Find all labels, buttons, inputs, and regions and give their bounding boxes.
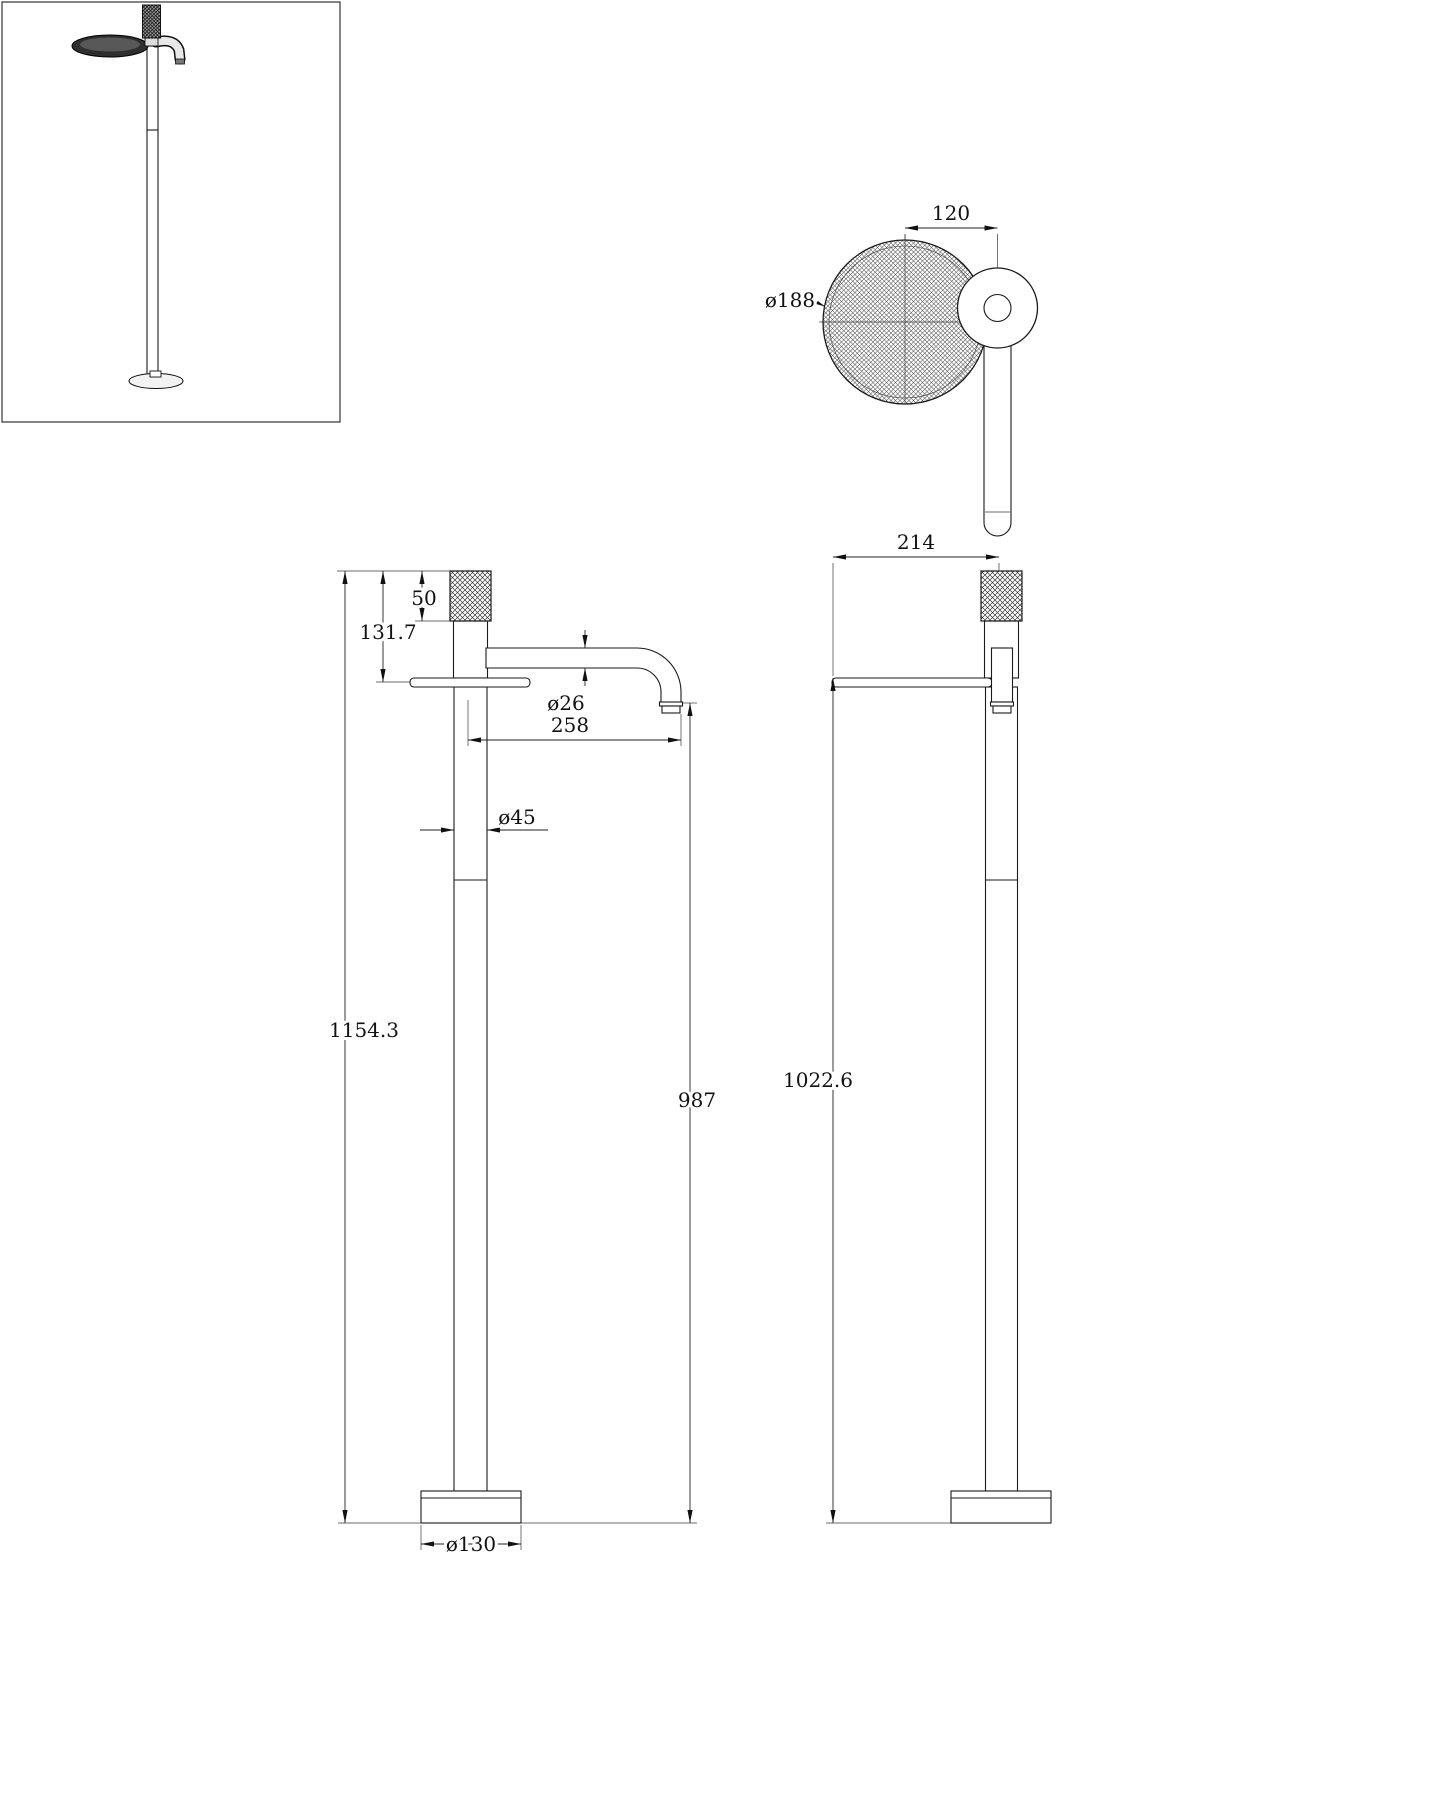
- handle-stem-plan: [983, 293, 1012, 323]
- upper-body: [452, 620, 489, 679]
- dimension-overall-depth: 214: [832, 527, 1000, 676]
- dimension-handle-height: 50: [408, 571, 450, 622]
- soap-dish-inner: [80, 37, 140, 52]
- side-view: 214 1022.6: [780, 527, 1052, 1524]
- dimension-column-diameter: ø45: [420, 802, 548, 833]
- spout-nozzle: [992, 705, 1012, 714]
- dimension-spout-reach: 258: [467, 700, 682, 746]
- dim-base-diameter-label: ø130: [446, 1532, 496, 1556]
- dim-handle-height-label: 50: [411, 586, 436, 610]
- dimension-spout-outlet-height: 987: [521, 702, 719, 1524]
- dim-spout-outlet-height-label: 987: [678, 1088, 716, 1112]
- dimension-dish-diameter: ø188: [762, 285, 826, 315]
- knurled-handle: [980, 570, 1023, 622]
- spout: [485, 647, 682, 703]
- soap-dish-edge: [831, 677, 993, 688]
- dimension-base-diameter: ø130: [420, 1525, 522, 1559]
- dimension-column-height: 1022.6: [780, 678, 951, 1524]
- dimension-spout-diameter: ø26: [544, 630, 588, 718]
- dim-upper-section-label: 131.7: [359, 620, 416, 644]
- spout: [152, 36, 184, 63]
- dim-center-offset-label: 120: [932, 201, 970, 225]
- dimension-center-offset: 120: [904, 198, 998, 268]
- dimension-total-height: 1154.3: [326, 571, 421, 1524]
- dim-spout-reach-label: 258: [551, 713, 589, 737]
- dim-overall-depth-label: 214: [897, 530, 935, 554]
- knurled-handle: [449, 570, 492, 622]
- faucet-column: [453, 686, 488, 1492]
- top-view: 120 ø188: [762, 198, 1039, 537]
- inset-border: [1, 1, 341, 423]
- dim-dish-diameter-label: ø188: [765, 288, 815, 312]
- leader-line: [813, 300, 826, 307]
- front-view: 50 131.7 1154.3 ø26 258: [326, 570, 719, 1559]
- dim-column-diameter-label: ø45: [498, 805, 536, 829]
- handle-neck: [144, 37, 159, 47]
- dim-total-height-label: 1154.3: [329, 1018, 399, 1042]
- knurled-handle: [142, 4, 161, 39]
- floor-base: [950, 1490, 1052, 1524]
- faucet-column: [984, 686, 1019, 1492]
- spout-nozzle: [661, 705, 681, 714]
- base-collar: [149, 370, 162, 378]
- dim-column-height-label: 1022.6: [783, 1068, 853, 1092]
- spout-nozzle-flange: [989, 701, 1015, 707]
- spout-nozzle-flange: [658, 701, 684, 707]
- dimension-upper-section: 131.7: [356, 571, 420, 683]
- spout-end-view: [990, 647, 1014, 703]
- isometric-inset-view: [1, 1, 341, 423]
- spout-nozzle: [175, 58, 185, 65]
- floor-base: [420, 1490, 522, 1524]
- dim-spout-diameter-label: ø26: [547, 691, 585, 715]
- soap-dish-edge: [409, 677, 531, 688]
